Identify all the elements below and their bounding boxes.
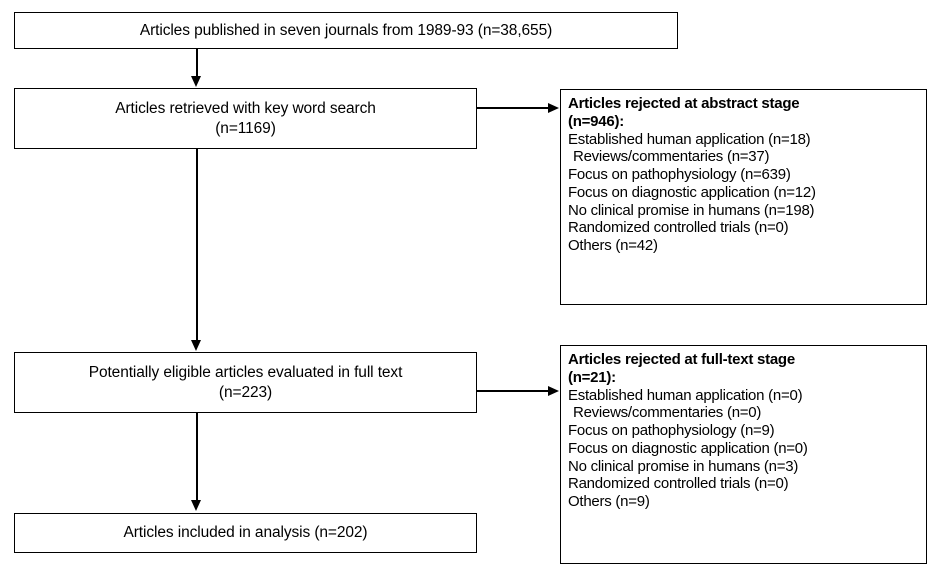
rejected-fulltext-item-0: Established human application (n=0)	[568, 386, 803, 404]
rejected-abstract-item-4: No clinical promise in humans (n=198)	[568, 201, 815, 219]
rejected-fulltext-item-4: No clinical promise in humans (n=3)	[568, 457, 799, 475]
rejected-abstract-item-6: Others (n=42)	[568, 237, 658, 255]
box-articles-included: Articles included in analysis (n=202)	[14, 513, 477, 553]
rejected-fulltext-item-2: Focus on pathophysiology (n=9)	[568, 422, 775, 440]
box-articles-published-line1: Articles published in seven journals fro…	[139, 21, 553, 39]
box-potentially-eligible-line1: Potentially eligible articles evaluated …	[88, 363, 403, 381]
arrow-right-icon	[548, 102, 559, 113]
box-articles-included-line1: Articles included in analysis (n=202)	[123, 524, 368, 542]
rejected-abstract-title-line1: Articles rejected at abstract stage	[568, 95, 800, 112]
arrow-down-icon	[191, 76, 201, 87]
arrow-down-icon	[191, 500, 201, 511]
rejected-fulltext-item-6: Others (n=9)	[568, 493, 650, 511]
box-potentially-eligible-text: Potentially eligible articles evaluated …	[15, 363, 476, 403]
rejected-fulltext-title-line2: (n=21):	[568, 368, 616, 386]
connector-eligible-to-included	[196, 413, 198, 501]
rejected-abstract-item-2: Focus on pathophysiology (n=639)	[568, 166, 791, 184]
box-articles-included-text: Articles included in analysis (n=202)	[15, 523, 476, 543]
rejected-abstract-item-0: Established human application (n=18)	[568, 130, 811, 148]
box-articles-published: Articles published in seven journals fro…	[14, 12, 678, 49]
rejected-fulltext-item-1: Reviews/commentaries (n=0)	[573, 404, 762, 422]
rejected-fulltext-title-line1: Articles rejected at full-text stage	[568, 351, 795, 368]
connector-retrieved-to-eligible	[196, 149, 198, 341]
connector-retrieved-to-reject-abstract	[477, 107, 549, 109]
rejected-abstract-item-3: Focus on diagnostic application (n=12)	[568, 183, 816, 201]
rejected-abstract-item-1: Reviews/commentaries (n=37)	[573, 148, 770, 166]
arrow-right-icon	[548, 385, 559, 396]
box-articles-published-text: Articles published in seven journals fro…	[15, 21, 677, 41]
box-articles-retrieved: Articles retrieved with key word search …	[14, 88, 477, 149]
box-potentially-eligible: Potentially eligible articles evaluated …	[14, 352, 477, 413]
box-rejected-abstract-stage: Articles rejected at abstract stage (n=9…	[560, 89, 927, 305]
box-articles-retrieved-line1: Articles retrieved with key word search	[115, 99, 376, 117]
box-articles-retrieved-line2: (n=1169)	[215, 119, 276, 137]
rejected-fulltext-item-5: Randomized controlled trials (n=0)	[568, 475, 789, 493]
box-rejected-fulltext-stage: Articles rejected at full-text stage (n=…	[560, 345, 927, 564]
arrow-down-icon	[191, 340, 201, 351]
rejected-abstract-item-5: Randomized controlled trials (n=0)	[568, 219, 789, 237]
box-articles-retrieved-text: Articles retrieved with key word search …	[15, 99, 476, 139]
rejected-abstract-title-line2: (n=946):	[568, 112, 624, 130]
connector-published-to-retrieved	[196, 49, 198, 77]
rejected-fulltext-item-3: Focus on diagnostic application (n=0)	[568, 439, 808, 457]
connector-eligible-to-reject-fulltext	[477, 390, 549, 392]
box-potentially-eligible-line2: (n=223)	[218, 383, 273, 401]
